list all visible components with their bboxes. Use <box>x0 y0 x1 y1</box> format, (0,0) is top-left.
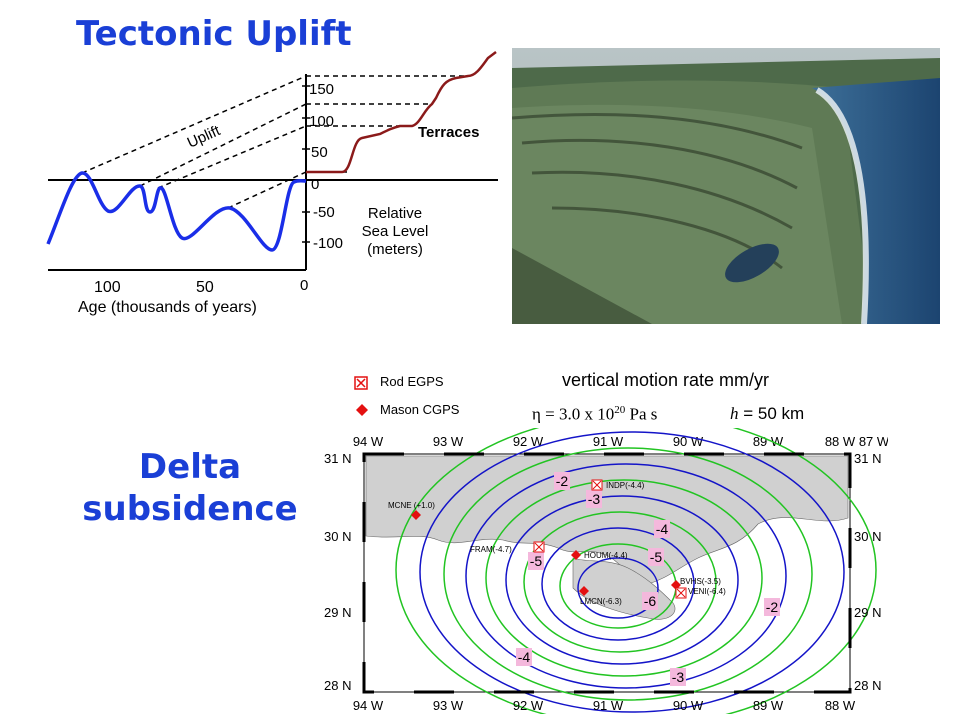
contour-label: -4 <box>656 521 669 537</box>
station-label: FRAM(-4.7) <box>470 545 512 554</box>
contour-label: -6 <box>644 593 657 609</box>
contour-map: 94 W 93 W 92 W 91 W 90 W 89 W 88 W 87 W <box>324 428 888 714</box>
sea-level-label-line: Relative <box>368 205 422 222</box>
lat-label: 29 N <box>854 605 881 620</box>
lat-label: 28 N <box>324 678 351 693</box>
contour-label: -5 <box>530 553 543 569</box>
station-label: MCNE (+1.0) <box>388 501 435 510</box>
formula-eta: η = 3.0 x 10 <box>532 404 615 424</box>
terraces-label: Terraces <box>418 124 479 141</box>
lon-label: 93 W <box>433 698 464 713</box>
lon-label: 90 W <box>673 698 704 713</box>
lat-label: 30 N <box>854 529 881 544</box>
delta-title-line2: subsidence <box>82 489 298 529</box>
station-x-square-icon <box>591 479 603 491</box>
tectonic-uplift-title: Tectonic Uplift <box>76 14 352 54</box>
y-tick-label: -50 <box>313 204 335 221</box>
lon-label: 87 W <box>859 434 888 449</box>
contour-label: -4 <box>518 649 531 665</box>
y-tick-label: 0 <box>311 176 319 193</box>
station-label: LMCN(-6.3) <box>580 597 622 606</box>
terrace-profile <box>306 51 497 174</box>
thickness-formula: h = 50 km <box>730 404 804 424</box>
legend-rod-egps: Rod EGPS <box>380 374 444 389</box>
sea-level-label-line: (meters) <box>367 241 423 258</box>
sea-level-label-line: Sea Level <box>362 223 429 240</box>
lon-label: 94 W <box>353 698 384 713</box>
lon-label: 91 W <box>593 434 624 449</box>
legend-mason-cgps: Mason CGPS <box>380 402 460 417</box>
x-tick-label: 0 <box>300 277 308 294</box>
lon-label: 90 W <box>673 434 704 449</box>
sea-level-curve <box>46 171 307 252</box>
y-tick-label: 150 <box>309 81 334 98</box>
station-diamond-icon <box>579 586 589 596</box>
lon-label: 92 W <box>513 434 544 449</box>
uplift-dashed-lines <box>81 75 468 209</box>
station-label: INDP(-4.4) <box>606 481 645 490</box>
station-label: HOUM(-4.4) <box>584 551 628 560</box>
viscosity-formula: η = 3.0 x 1020 Pa s <box>532 404 657 425</box>
contour-label: -3 <box>588 491 601 507</box>
formula-exponent: 20 <box>614 404 626 416</box>
y-tick-label: 50 <box>311 144 328 161</box>
x-axis-label: Age (thousands of years) <box>78 299 257 316</box>
x-tick-label: 100 <box>94 279 121 296</box>
uplift-diagram: 150 100 50 0 -50 -100 100 50 0 Age (thou… <box>46 51 498 316</box>
delta-subsidence-title: Delta subsidence <box>60 446 320 530</box>
lon-label: 88 W <box>825 434 856 449</box>
station-label: BVHS(-3.5) <box>680 577 721 586</box>
x-square-icon <box>354 376 368 390</box>
diamond-icon <box>356 404 368 416</box>
formula-h: h <box>730 404 739 423</box>
contour-lines <box>395 428 877 714</box>
station-x-square-icon <box>675 587 687 599</box>
lon-label: 89 W <box>753 434 784 449</box>
formula-h-value: = 50 km <box>743 404 805 423</box>
station-x-square-icon <box>533 541 545 553</box>
contour-label: -5 <box>650 549 663 565</box>
lon-label: 92 W <box>513 698 544 713</box>
lat-label: 30 N <box>324 529 351 544</box>
station-diamond-icon <box>411 510 421 520</box>
x-tick-label: 50 <box>196 279 214 296</box>
contour-label: -3 <box>672 669 685 685</box>
lat-label: 29 N <box>324 605 351 620</box>
lon-label: 91 W <box>593 698 624 713</box>
y-tick-marks <box>302 85 310 243</box>
contour-label: -2 <box>556 473 569 489</box>
lon-label: 94 W <box>353 434 384 449</box>
vertical-motion-map-panel: Rod EGPS Mason CGPS vertical motion rate… <box>318 358 888 714</box>
lon-label: 88 W <box>825 698 856 713</box>
y-tick-label: -100 <box>313 235 343 252</box>
coastal-terraces-photo <box>512 48 940 324</box>
lat-label: 31 N <box>854 451 881 466</box>
lat-label: 28 N <box>854 678 881 693</box>
formula-unit: Pa s <box>629 404 658 424</box>
station-diamond-icon <box>571 550 581 560</box>
lon-label: 89 W <box>753 698 784 713</box>
map-title: vertical motion rate mm/yr <box>562 370 770 390</box>
lat-label: 31 N <box>324 451 351 466</box>
y-tick-label: 100 <box>309 113 334 130</box>
lon-label: 93 W <box>433 434 464 449</box>
contour-label: -2 <box>766 599 779 615</box>
delta-title-line1: Delta <box>138 447 242 487</box>
station-label: VENI(-6.4) <box>688 587 726 596</box>
